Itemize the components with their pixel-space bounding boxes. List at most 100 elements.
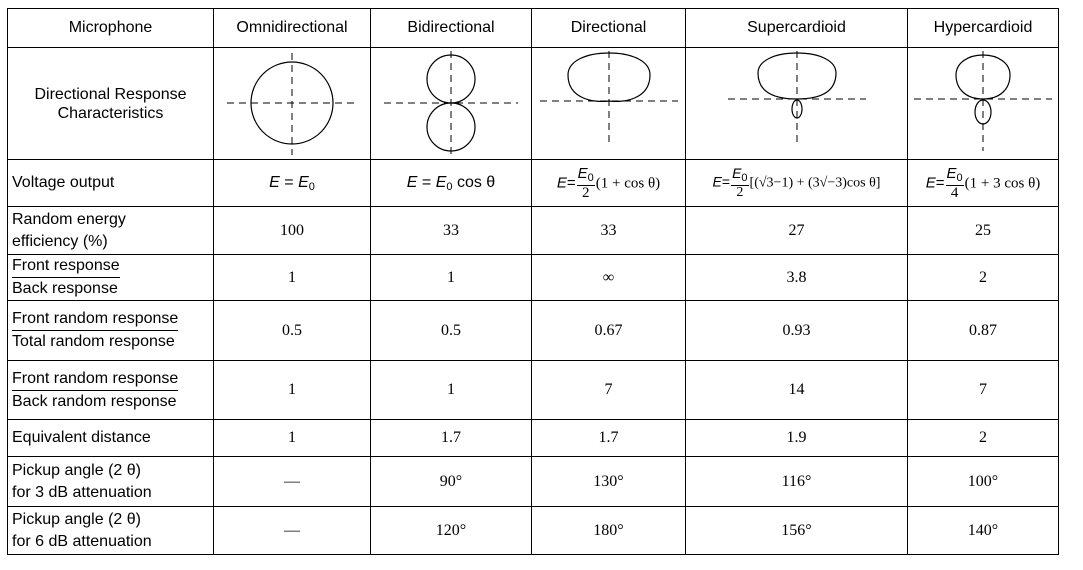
value-cell: 1 bbox=[213, 419, 371, 457]
formula-term: E bbox=[925, 173, 936, 191]
label-pickup-3db: Pickup angle (2 θ) for 3 dB attenuation bbox=[7, 456, 214, 507]
ratio-numerator: Front random response bbox=[12, 308, 179, 331]
value-cell: 1 bbox=[213, 254, 371, 301]
label-front-back: Front response Back response bbox=[7, 254, 214, 301]
value-cell: 156° bbox=[685, 506, 908, 555]
value-cell: 180° bbox=[531, 506, 686, 555]
value-cell: 7 bbox=[907, 360, 1059, 420]
bidirectional-polar-pattern-icon bbox=[384, 50, 518, 155]
ratio-numerator: Front response bbox=[12, 255, 120, 278]
value-cell: — bbox=[213, 506, 371, 555]
value-cell: 3.8 bbox=[685, 254, 908, 301]
formula-term: (1 + cos θ) bbox=[595, 174, 661, 191]
row-random-energy: Random energy efficiency (%) 100 33 33 2… bbox=[7, 206, 1059, 255]
formula-term: E bbox=[435, 173, 447, 191]
cell-hyper-pattern bbox=[907, 47, 1059, 160]
row-front-back: Front response Back response 1 1 ∞ 3.8 2 bbox=[7, 254, 1059, 301]
value-cell: 0.67 bbox=[531, 300, 686, 361]
value-cell: 2 bbox=[907, 254, 1059, 301]
header-bidirectional: Bidirectional bbox=[370, 8, 532, 48]
value-cell: 14 bbox=[685, 360, 908, 420]
row-front-total-random: Front random response Total random respo… bbox=[7, 300, 1059, 361]
value-cell: 1.9 bbox=[685, 419, 908, 457]
formula-term: cos θ bbox=[456, 173, 496, 191]
formula-term: 2 bbox=[581, 184, 590, 201]
label-line: efficiency (%) bbox=[12, 232, 108, 250]
formula-term: E bbox=[406, 173, 418, 191]
ratio-denominator: Back response bbox=[12, 280, 118, 297]
header-directional: Directional bbox=[531, 8, 686, 48]
formula-term: E bbox=[298, 173, 309, 191]
formula-term: [(√3−1) + (3√−3)cos θ] bbox=[749, 175, 881, 191]
formula-term: = bbox=[721, 173, 731, 190]
value-cell: 116° bbox=[685, 456, 908, 507]
label-line: Pickup angle (2 θ) bbox=[12, 510, 141, 528]
formula-term: 4 bbox=[950, 184, 959, 201]
ratio-denominator: Back random response bbox=[12, 392, 177, 410]
formula-term: E bbox=[556, 173, 567, 191]
cell-bi-pattern bbox=[370, 47, 532, 160]
formula-term: (1 + 3 cos θ) bbox=[964, 174, 1041, 191]
formula-term: 2 bbox=[736, 185, 744, 200]
formula-bi: E = E0 cos θ bbox=[370, 159, 532, 207]
value-cell: 1 bbox=[370, 360, 532, 420]
cell-dir-pattern bbox=[531, 47, 686, 160]
cell-omni-pattern bbox=[213, 47, 371, 160]
value-cell: 0.5 bbox=[370, 300, 532, 361]
cardioid-polar-pattern-icon bbox=[539, 50, 678, 145]
value-cell: 140° bbox=[907, 506, 1059, 555]
row-directional-response: Directional Response Characteristics bbox=[7, 47, 1059, 160]
formula-subscript: 0 bbox=[741, 172, 748, 184]
value-cell: 90° bbox=[370, 456, 532, 507]
header-row: Microphone Omnidirectional Bidirectional… bbox=[7, 8, 1059, 48]
value-cell: 0.93 bbox=[685, 300, 908, 361]
label-line: Random energy bbox=[12, 210, 126, 228]
header-omnidirectional: Omnidirectional bbox=[213, 8, 371, 48]
label-line: for 6 dB attenuation bbox=[12, 532, 152, 550]
label-pickup-6db: Pickup angle (2 θ) for 6 dB attenuation bbox=[7, 506, 214, 555]
row-front-back-random: Front random response Back random respon… bbox=[7, 360, 1059, 420]
cell-super-pattern bbox=[685, 47, 908, 160]
value-cell: 0.5 bbox=[213, 300, 371, 361]
label-voltage-output: Voltage output bbox=[7, 159, 214, 207]
row-pickup-3db: Pickup angle (2 θ) for 3 dB attenuation … bbox=[7, 456, 1059, 507]
value-cell: 120° bbox=[370, 506, 532, 555]
formula-subscript: 0 bbox=[446, 180, 453, 193]
label-equivalent-distance: Equivalent distance bbox=[7, 419, 214, 457]
value-cell: — bbox=[213, 456, 371, 507]
formula-term: = bbox=[421, 173, 432, 191]
formula-subscript: 0 bbox=[308, 180, 315, 193]
value-cell: 33 bbox=[370, 206, 532, 255]
omnidirectional-polar-pattern-icon bbox=[227, 52, 357, 155]
microphone-comparison-table: Microphone Omnidirectional Bidirectional… bbox=[7, 8, 1059, 555]
value-cell: 0.87 bbox=[907, 300, 1059, 361]
value-cell: 100 bbox=[213, 206, 371, 255]
formula-term: = bbox=[935, 173, 945, 191]
value-cell: 1 bbox=[213, 360, 371, 420]
value-cell: 2 bbox=[907, 419, 1059, 457]
row-equivalent-distance: Equivalent distance 1 1.7 1.7 1.9 2 bbox=[7, 419, 1059, 457]
value-cell: ∞ bbox=[531, 254, 686, 301]
value-cell: 100° bbox=[907, 456, 1059, 507]
row-pickup-6db: Pickup angle (2 θ) for 6 dB attenuation … bbox=[7, 506, 1059, 555]
value-cell: 1.7 bbox=[370, 419, 532, 457]
label-front-back-random: Front random response Back random respon… bbox=[7, 360, 214, 420]
header-microphone: Microphone bbox=[7, 8, 214, 48]
label-line: Characteristics bbox=[57, 104, 164, 122]
ratio-label: Front random response Back random respon… bbox=[12, 368, 179, 413]
value-cell: 1 bbox=[370, 254, 532, 301]
label-line: Pickup angle (2 θ) bbox=[12, 461, 141, 479]
formula-subscript: 0 bbox=[587, 171, 594, 184]
value-cell: 33 bbox=[531, 206, 686, 255]
label-front-total-random: Front random response Total random respo… bbox=[7, 300, 214, 361]
value-cell: 25 bbox=[907, 206, 1059, 255]
ratio-label: Front random response Total random respo… bbox=[12, 308, 179, 353]
value-cell: 7 bbox=[531, 360, 686, 420]
label-line: Directional Response bbox=[34, 85, 187, 103]
